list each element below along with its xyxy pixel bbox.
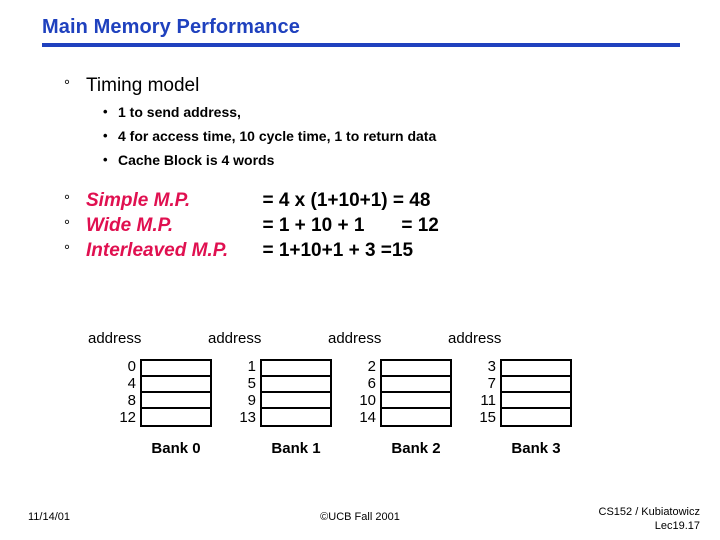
memory-bank-diagram: address 0 4 8 12 Bank 0 address [80,330,640,470]
footer-course-info: CS152 / Kubiatowicz Lec19.17 [599,505,701,533]
memory-bank-3: address 3 7 11 15 Bank 3 [440,330,572,470]
bank-body: 3 7 11 15 [440,358,572,430]
equation-label-wide: Wide M.P. [86,215,174,236]
bank-address-list: 1 5 9 13 [200,358,256,426]
bank-cell [262,377,330,393]
dot-bullet-icon: • [103,104,108,119]
sub-bullet-item: • Cache Block is 4 words [102,148,682,172]
bank-address-value: 12 [119,409,136,426]
equation-row-simple: ° Simple M.P. = 4 x (1+10+1) = 48 [62,188,682,213]
bank-name-label: Bank 2 [391,440,441,457]
body-block: ° Timing model • 1 to send address, • 4 … [62,72,682,172]
equation-row-wide: ° Wide M.P. = 1 + 10 + 1 = 12 [62,213,682,238]
bullet-timing-model: ° Timing model [62,72,682,100]
memory-bank-1: address 1 5 9 13 Bank 1 [200,330,332,470]
dot-bullet-icon: • [103,128,108,143]
bank-address-value: 0 [127,358,136,375]
bank-address-value: 3 [487,358,496,375]
bank-cell [382,393,450,409]
sub-bullet-label: Cache Block is 4 words [118,152,275,168]
bullet-timing-model-label: Timing model [86,75,200,96]
sub-bullet-label: 4 for access time, 10 cycle time, 1 to r… [118,128,437,144]
bank-address-value: 11 [480,392,496,409]
bank-address-list: 0 4 8 12 [80,358,136,426]
footer-date: 11/14/01 [28,511,71,523]
address-column-label: address [448,330,502,347]
bank-address-list: 3 7 11 15 [440,358,496,426]
bank-cell [262,393,330,409]
bank-address-list: 2 6 10 14 [320,358,376,426]
bank-box [500,359,572,427]
bank-cell [142,361,210,377]
bank-address-value: 1 [247,358,256,375]
bank-address-value: 13 [239,409,256,426]
circle-bullet-icon: ° [64,242,70,259]
bank-cell [382,361,450,377]
title-underline-rule [42,43,680,47]
bank-address-value: 4 [127,375,136,392]
bank-address-value: 2 [367,358,376,375]
sub-bullet-item: • 4 for access time, 10 cycle time, 1 to… [102,124,682,148]
bank-cell [502,393,570,409]
address-column-label: address [328,330,382,347]
dot-bullet-icon: • [103,152,108,167]
bank-address-value: 15 [479,409,496,426]
circle-bullet-icon: ° [64,217,70,234]
equation-expression-interleaved: = 1+10+1 + 3 =15 [262,240,414,261]
bank-cell [262,361,330,377]
memory-bank-2: address 2 6 10 14 Bank 2 [320,330,452,470]
equation-label-interleaved: Interleaved M.P. [86,240,229,261]
bank-address-value: 6 [367,375,376,392]
equation-expression-simple: = 4 x (1+10+1) = 48 [262,190,431,211]
bank-body: 1 5 9 13 [200,358,332,430]
page-title: Main Memory Performance [42,16,300,38]
bank-cell [502,361,570,377]
bank-box [380,359,452,427]
bank-cell [142,393,210,409]
bank-address-value: 10 [359,392,376,409]
footer-copyright: ©UCB Fall 2001 [320,511,400,523]
sub-bullet-label: 1 to send address, [118,104,241,120]
bank-cell [382,377,450,393]
bank-name-label: Bank 1 [271,440,321,457]
bank-cell [502,377,570,393]
bank-name-label: Bank 3 [511,440,561,457]
bank-address-value: 9 [247,392,256,409]
equation-row-interleaved: ° Interleaved M.P. = 1+10+1 + 3 =15 [62,238,682,263]
bank-address-value: 5 [247,375,256,392]
bank-box [260,359,332,427]
bank-cell [502,409,570,425]
bank-address-value: 8 [127,392,136,409]
memory-bank-0: address 0 4 8 12 Bank 0 [80,330,212,470]
title-block: Main Memory Performance [42,14,680,40]
footer-lecture-line: Lec19.17 [654,520,700,532]
sub-bullet-item: • 1 to send address, [102,100,682,124]
equation-label-simple: Simple M.P. [86,190,191,211]
bank-address-value: 7 [487,375,496,392]
bank-box [140,359,212,427]
bank-name-label: Bank 0 [151,440,201,457]
circle-bullet-icon: ° [64,192,70,209]
bank-body: 0 4 8 12 [80,358,212,430]
address-column-label: address [208,330,262,347]
circle-bullet-icon: ° [64,77,70,94]
bank-cell [142,377,210,393]
equations-block: ° Simple M.P. = 4 x (1+10+1) = 48 ° Wide… [62,188,682,263]
equation-expression-wide: = 1 + 10 + 1 = 12 [262,215,439,236]
bank-address-value: 14 [359,409,376,426]
address-column-label: address [88,330,142,347]
bank-body: 2 6 10 14 [320,358,452,430]
footer-course-line: CS152 / Kubiatowicz [598,506,701,518]
